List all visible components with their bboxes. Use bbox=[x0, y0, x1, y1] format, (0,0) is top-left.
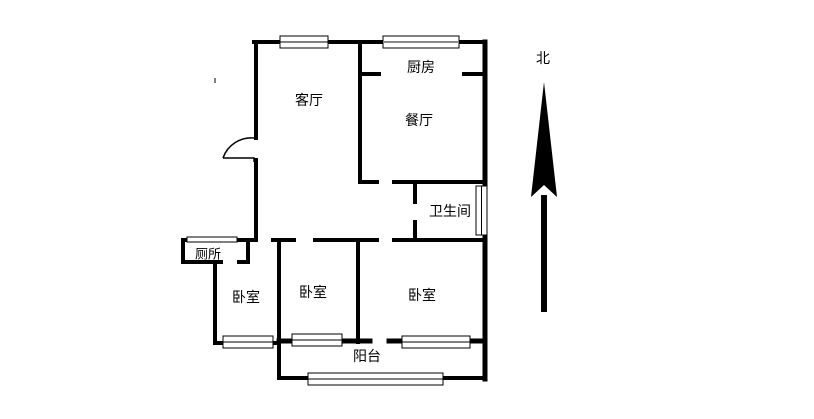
window-living-room bbox=[279, 35, 329, 49]
windows bbox=[186, 35, 488, 386]
room-label-kitchen: 厨房 bbox=[407, 60, 435, 76]
window-bedroom-3 bbox=[401, 335, 471, 349]
window-bathroom bbox=[475, 185, 488, 236]
room-label-bedroom-1: 卧室 bbox=[232, 290, 260, 306]
room-label-bedroom-2: 卧室 bbox=[299, 285, 327, 301]
room-label-bedroom-3: 卧室 bbox=[408, 288, 436, 304]
window-balcony bbox=[307, 372, 444, 386]
window-bedroom-2 bbox=[291, 333, 343, 347]
room-label-toilet: 厕所 bbox=[194, 247, 222, 263]
door-swing bbox=[222, 137, 255, 159]
door bbox=[222, 137, 255, 162]
room-label-dining-room: 餐厅 bbox=[405, 113, 433, 129]
window-kitchen bbox=[382, 35, 460, 49]
room-label-living-room: 客厅 bbox=[295, 93, 323, 109]
room-label-bathroom: 卫生间 bbox=[429, 204, 471, 220]
window-bedroom-1 bbox=[222, 335, 274, 349]
north-arrow-icon bbox=[531, 82, 557, 312]
window-toilet bbox=[186, 236, 238, 243]
door-leaf bbox=[223, 157, 255, 162]
room-label-balcony: 阳台 bbox=[353, 349, 381, 365]
compass-label: 北 bbox=[536, 51, 550, 67]
